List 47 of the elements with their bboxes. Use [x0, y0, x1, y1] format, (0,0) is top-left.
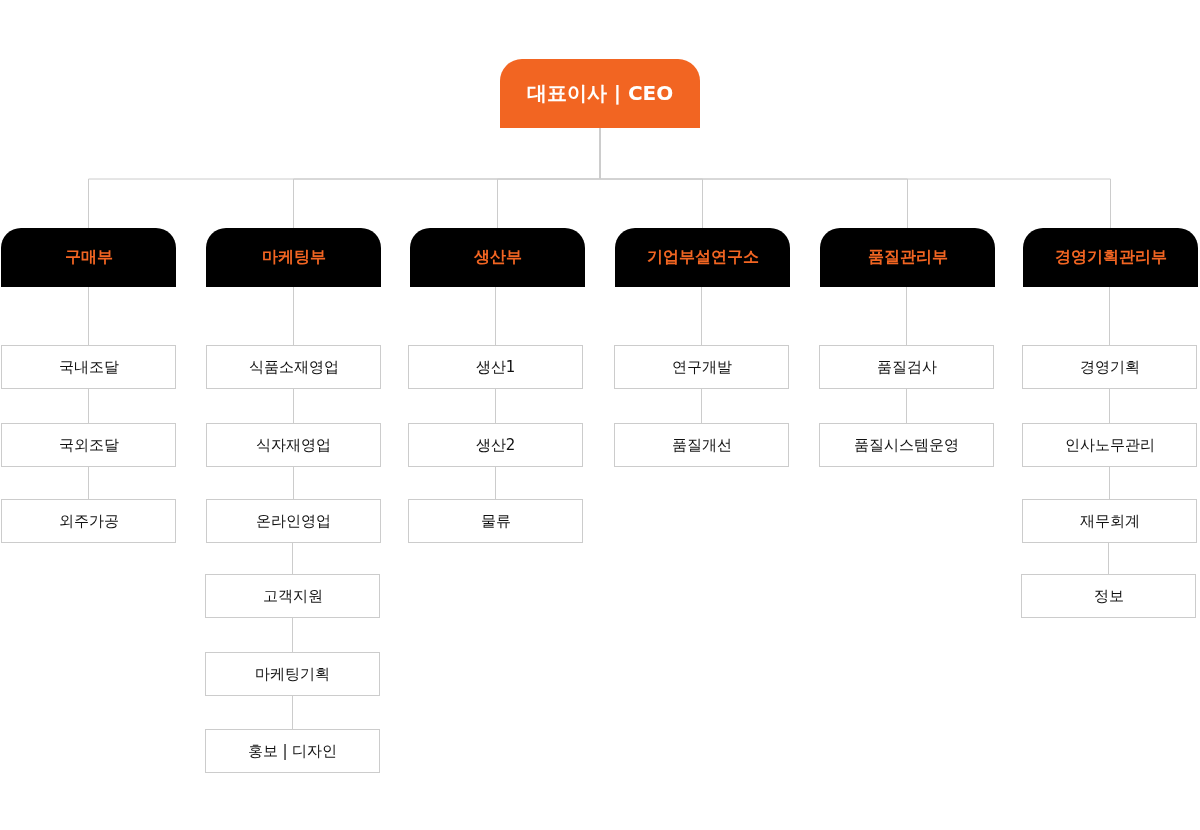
connector-line	[701, 388, 702, 424]
team-box: 생산2	[408, 423, 583, 467]
team-box: 국외조달	[1, 423, 176, 467]
connector-line	[495, 286, 496, 346]
department-box: 마케팅부	[206, 228, 381, 287]
connector-line	[88, 388, 89, 424]
team-box: 고객지원	[205, 574, 380, 618]
team-box: 품질검사	[819, 345, 994, 389]
connector-line	[88, 286, 89, 346]
team-box: 국내조달	[1, 345, 176, 389]
team-box: 외주가공	[1, 499, 176, 543]
team-box: 온라인영업	[206, 499, 381, 543]
connector-line	[906, 388, 907, 424]
connector-line	[701, 286, 702, 346]
team-box: 홍보 | 디자인	[205, 729, 380, 773]
team-box: 마케팅기획	[205, 652, 380, 696]
team-box: 품질개선	[614, 423, 789, 467]
team-box: 경영기획	[1022, 345, 1197, 389]
department-box: 품질관리부	[820, 228, 995, 287]
team-box: 식자재영업	[206, 423, 381, 467]
team-box: 식품소재영업	[206, 345, 381, 389]
connector-line	[1109, 286, 1110, 346]
connector-line	[906, 286, 907, 346]
connector-line	[495, 388, 496, 424]
team-box: 재무회계	[1022, 499, 1197, 543]
connector-line	[293, 286, 294, 346]
team-box: 생산1	[408, 345, 583, 389]
connector-line	[88, 466, 89, 500]
department-box: 생산부	[410, 228, 585, 287]
connector-line	[293, 466, 294, 500]
connector-line	[292, 695, 293, 730]
team-box: 정보	[1021, 574, 1196, 618]
connector-line	[1109, 466, 1110, 500]
connector-line	[1109, 388, 1110, 424]
team-box: 품질시스템운영	[819, 423, 994, 467]
team-box: 물류	[408, 499, 583, 543]
department-box: 경영기획관리부	[1023, 228, 1198, 287]
connector-line	[495, 466, 496, 500]
connector-line	[292, 542, 293, 575]
department-box: 기업부설연구소	[615, 228, 790, 287]
department-box: 구매부	[1, 228, 176, 287]
team-box: 연구개발	[614, 345, 789, 389]
connector-line	[293, 388, 294, 424]
team-box: 인사노무관리	[1022, 423, 1197, 467]
connector-line	[292, 617, 293, 653]
ceo-box: 대표이사 | CEO	[500, 59, 700, 128]
connector-line	[1108, 542, 1109, 575]
